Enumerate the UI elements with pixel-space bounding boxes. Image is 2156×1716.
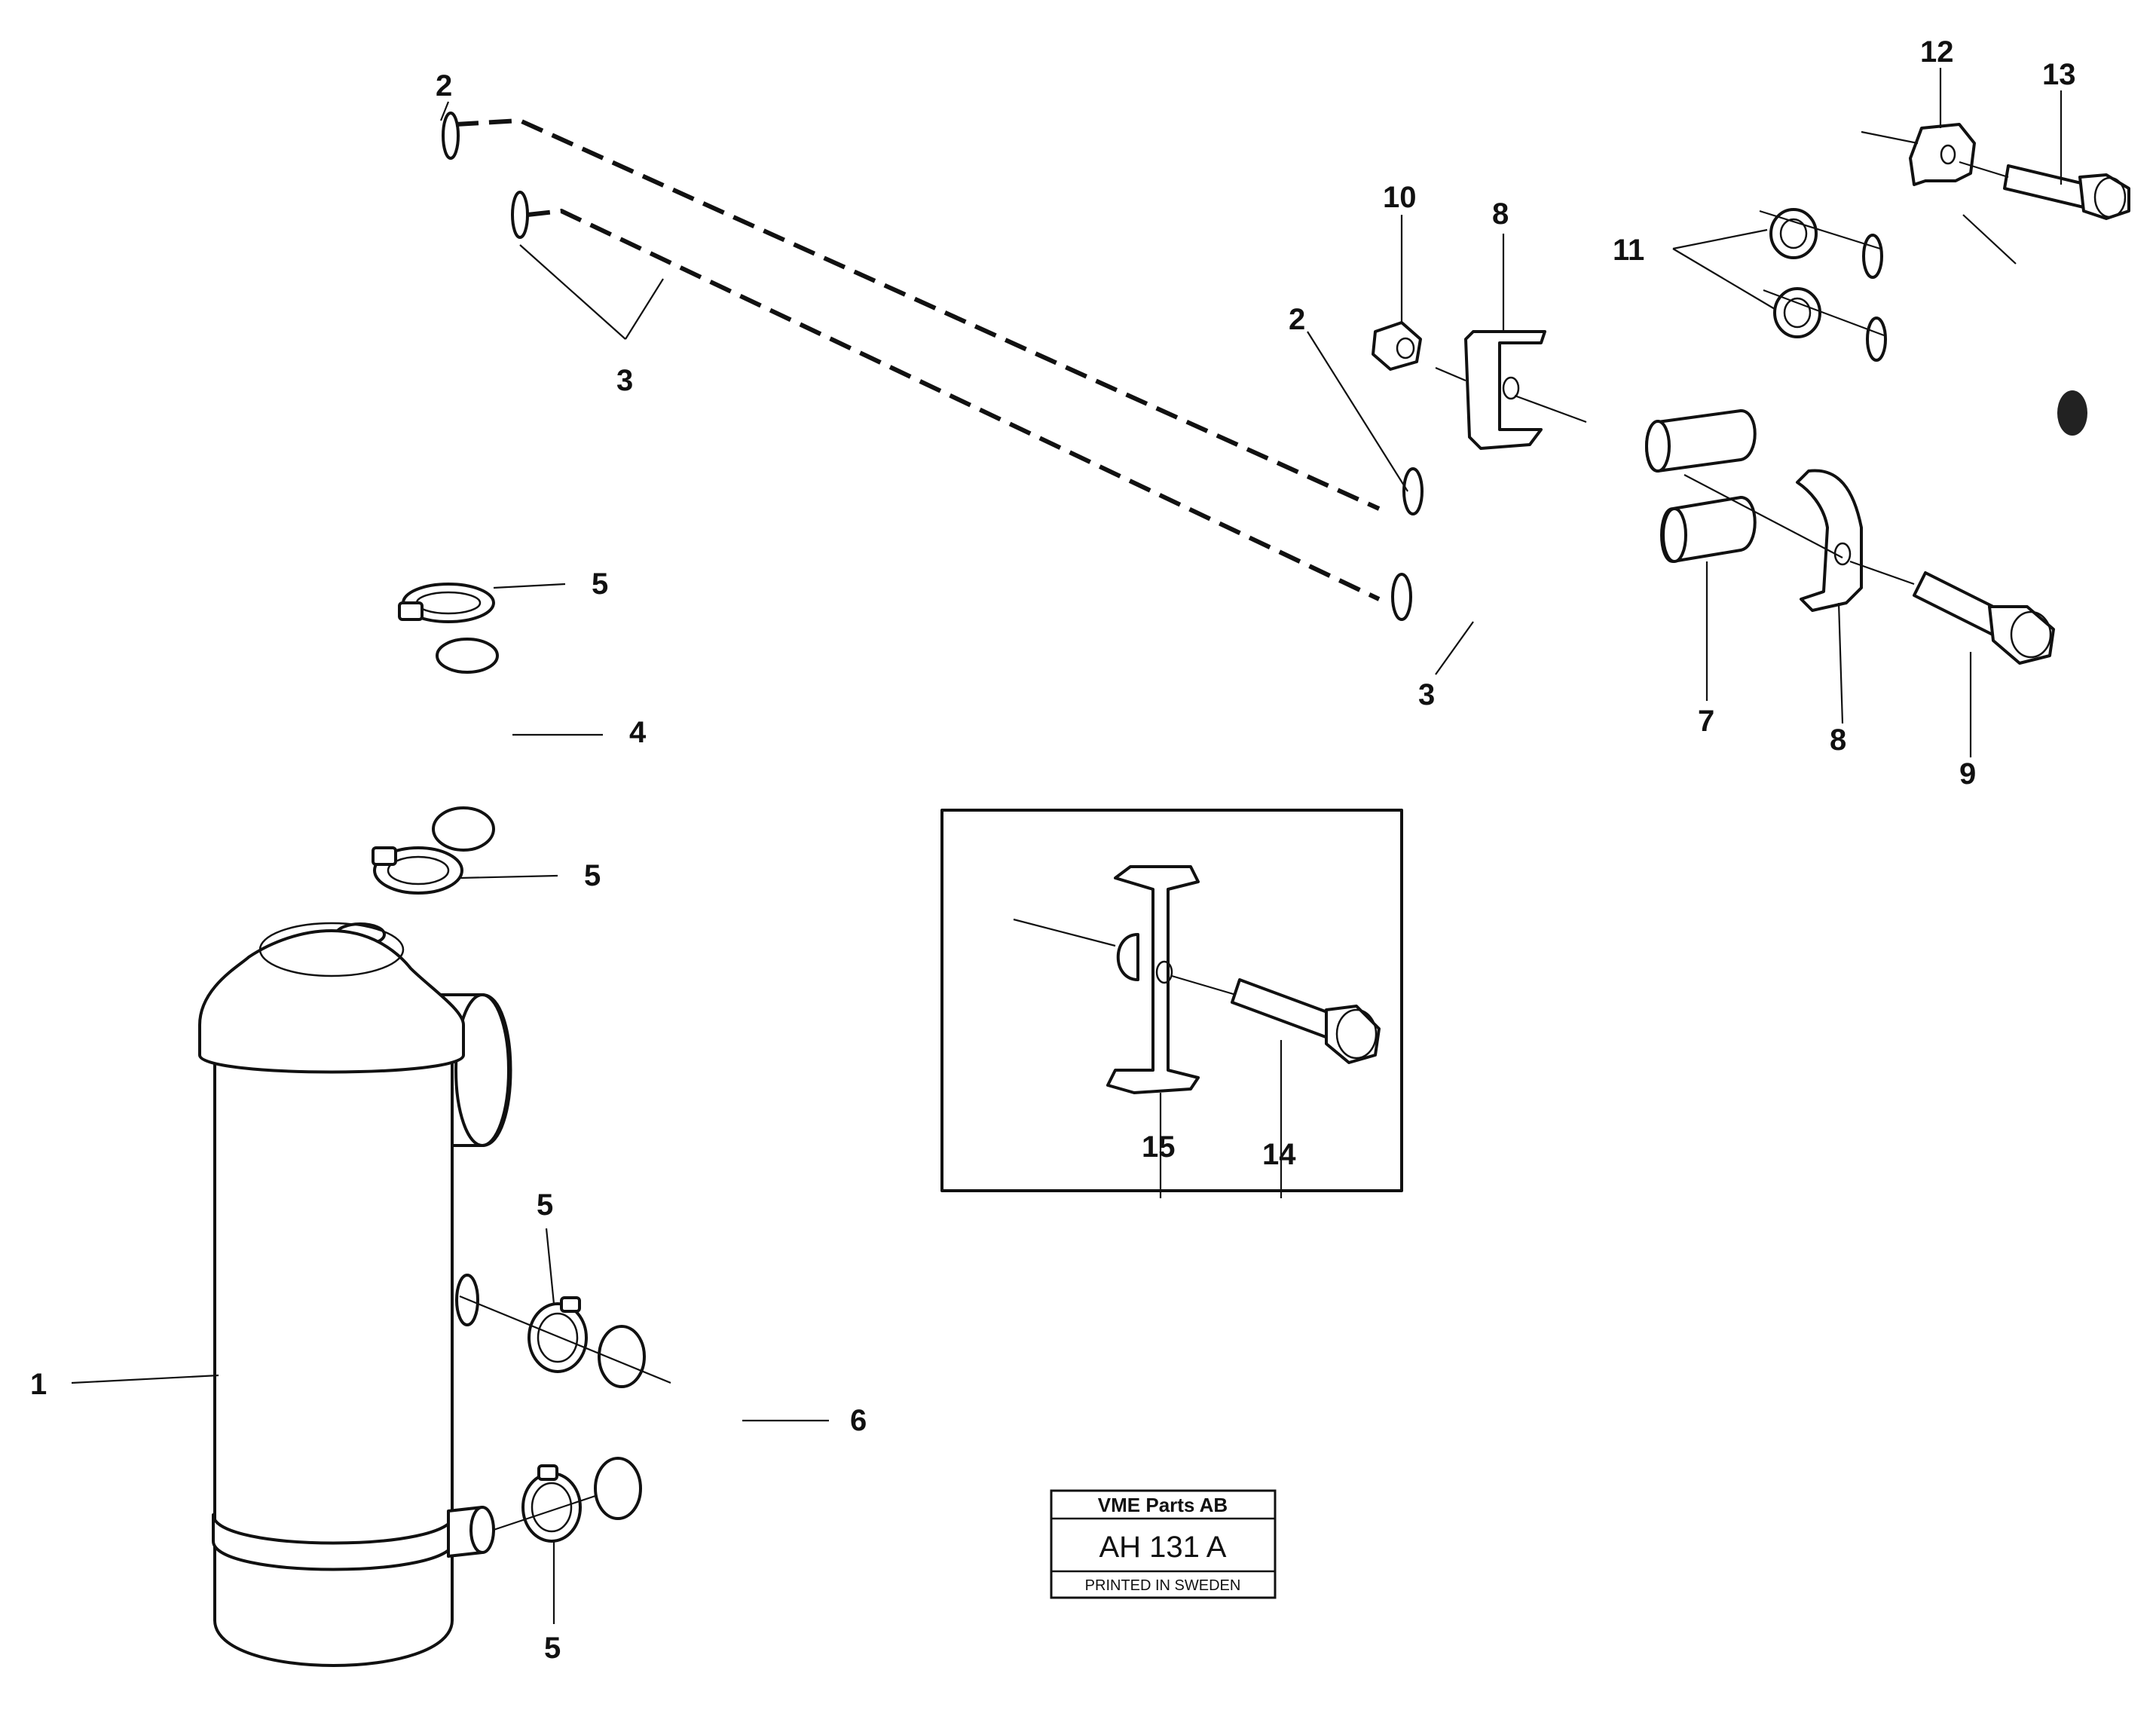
- callout-1: 1: [30, 1368, 47, 1401]
- callout-10: 10: [1383, 181, 1417, 214]
- pipe-lower-3: [1383, 390, 2134, 621]
- callout-2-top: 2: [436, 69, 452, 102]
- callout-7: 7: [1698, 705, 1714, 738]
- hose-clamp-upper: [398, 583, 495, 623]
- callouts: 2 3 5 4 5 5 1 6 5 2 3 7 8 9 10 8 11 12 1…: [30, 35, 2076, 1665]
- elbow-hose-4: [432, 625, 529, 860]
- callout-8-lower: 8: [1830, 723, 1846, 757]
- callout-6: 6: [850, 1404, 867, 1437]
- inset-detail: [940, 809, 1403, 1192]
- u-hose-6: [594, 1325, 758, 1520]
- leader-lines: [71, 68, 2063, 1624]
- callout-3-top: 3: [616, 364, 633, 397]
- nut-10: [1372, 321, 1422, 371]
- callout-3-right: 3: [1418, 678, 1435, 711]
- callout-5-lower: 5: [584, 859, 601, 892]
- callout-8-upper: 8: [1492, 197, 1509, 231]
- hose-clamp-bottom-lower: [521, 1464, 582, 1543]
- hose-clamp-bottom-upper: [528, 1296, 588, 1373]
- callout-14: 14: [1262, 1138, 1296, 1171]
- clamp-bracket-15: [1106, 865, 1200, 1094]
- callout-13: 13: [2042, 58, 2076, 91]
- callout-5-bottom-lower: 5: [544, 1632, 561, 1665]
- callout-5-bottom-upper: 5: [537, 1188, 553, 1222]
- hose-clamp-lower: [372, 846, 463, 895]
- callout-5-upper: 5: [592, 567, 608, 601]
- callout-11: 11: [1613, 234, 1644, 267]
- callout-4: 4: [629, 716, 647, 749]
- stamp-printed: PRINTED IN SWEDEN: [1085, 1577, 1241, 1594]
- callout-12: 12: [1920, 35, 1954, 69]
- bolt-9: [1913, 571, 2055, 665]
- clip-12: [1909, 123, 1976, 186]
- callout-15: 15: [1142, 1130, 1176, 1164]
- washers-11: [1769, 208, 1821, 338]
- stamp-code: AH 131 A: [1099, 1531, 1226, 1564]
- pipe-stubs-11: [1859, 234, 1977, 372]
- callout-2-right: 2: [1289, 303, 1305, 336]
- rubber-sleeve-7: [1645, 409, 1757, 563]
- expansion-tank: [198, 922, 512, 1667]
- clamp-bracket-8-lower: [1796, 469, 1863, 612]
- callout-9: 9: [1959, 757, 1976, 791]
- pipe-upper-2: [1394, 305, 2133, 515]
- bolt-13: [2003, 164, 2130, 220]
- title-stamp: VME Parts AB AH 131 A PRINTED IN SWEDEN: [1050, 1489, 1277, 1599]
- stamp-company: VME Parts AB: [1098, 1494, 1228, 1516]
- clamp-bracket-8-upper: [1464, 330, 1546, 450]
- dashed-continuation: [455, 118, 1381, 601]
- hose-3-upper: [362, 191, 533, 570]
